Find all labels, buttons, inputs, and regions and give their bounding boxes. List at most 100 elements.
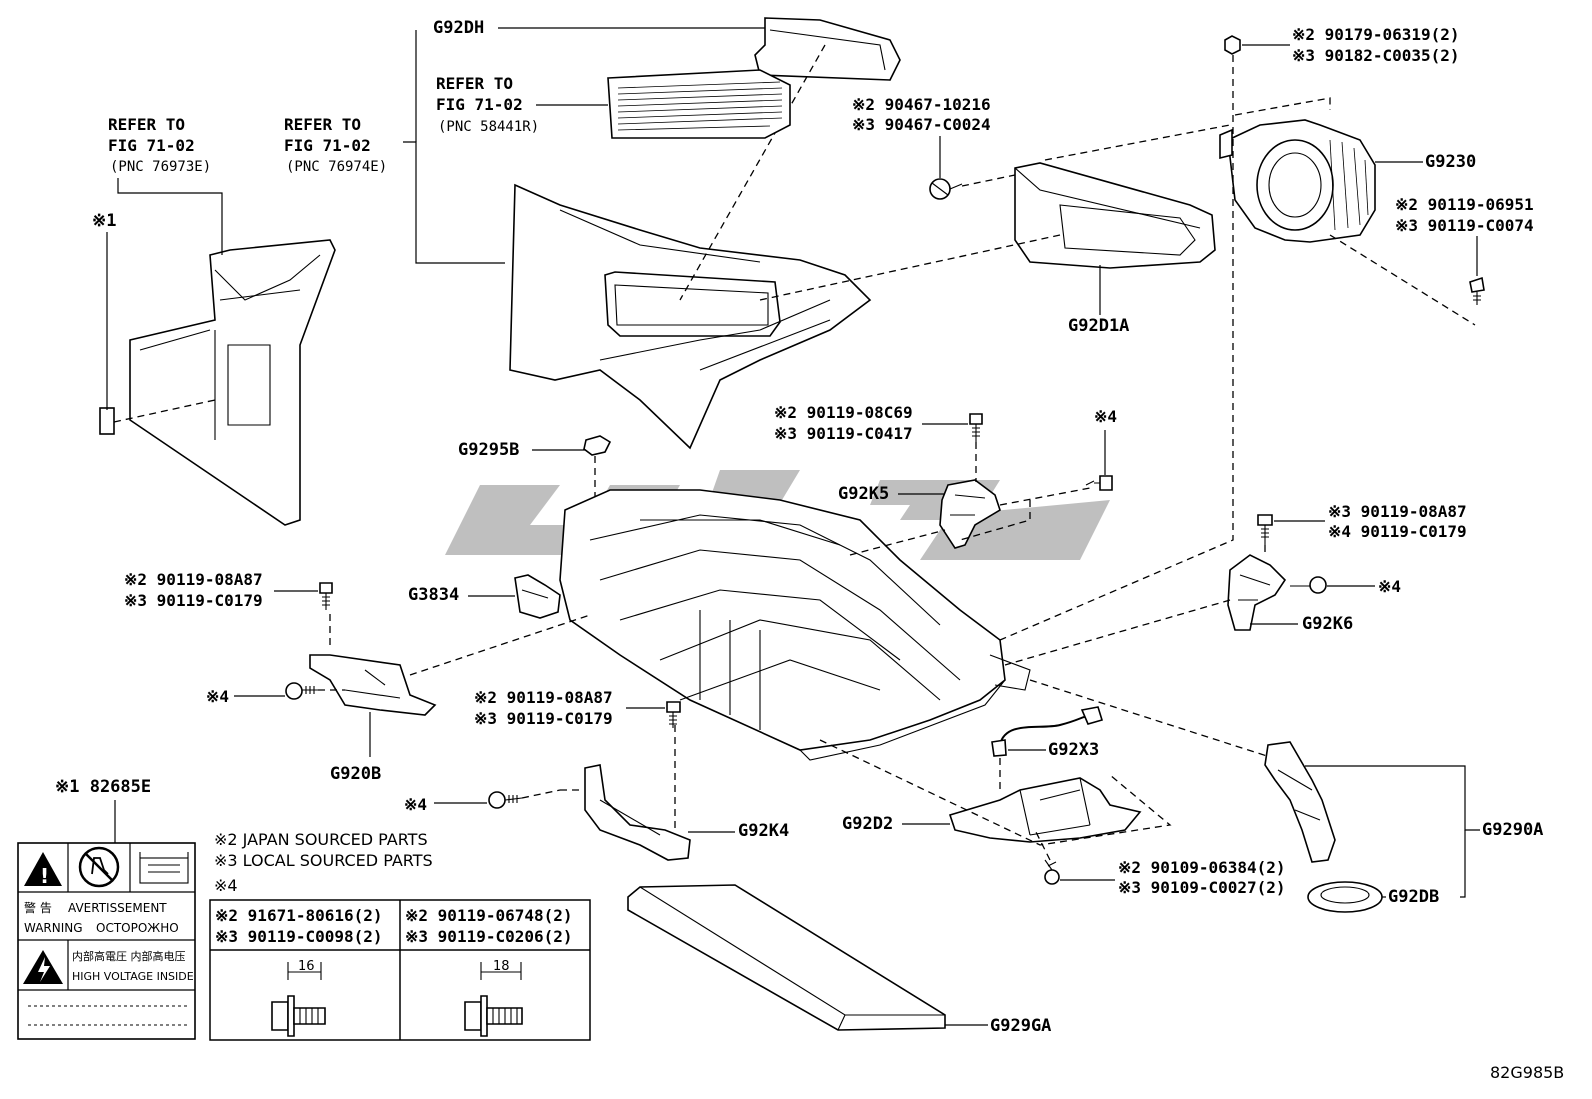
part-g92db-grommet xyxy=(1307,881,1383,913)
svg-text:※3 90119-C0179: ※3 90119-C0179 xyxy=(474,709,613,728)
svg-text:18: 18 xyxy=(493,959,510,974)
svg-text:※3 90119-C0179: ※3 90119-C0179 xyxy=(124,591,263,610)
label-g920b: G920B xyxy=(330,764,381,784)
svg-text:※2 90179-06319(2): ※2 90179-06319(2) xyxy=(1292,25,1460,44)
label-g92x3: G92X3 xyxy=(1048,740,1099,760)
svg-text:FIG 71-02: FIG 71-02 xyxy=(436,95,523,114)
svg-text:AVERTISSEMENT: AVERTISSEMENT xyxy=(68,901,167,915)
label-g92db: G92DB xyxy=(1388,887,1439,907)
part-g92k5-bracket xyxy=(939,479,1001,549)
svg-text:※3 90119-C0417: ※3 90119-C0417 xyxy=(774,424,913,443)
label-g929ga: G929GA xyxy=(990,1016,1051,1036)
label-g92dh: G92DH xyxy=(433,18,484,38)
marker-4-k5: ※4 xyxy=(1094,407,1117,426)
part-g920b-bracket xyxy=(309,654,437,716)
part-g3834 xyxy=(514,574,561,619)
warning-label-82685e: ! 警 告 AVERTISSEMENT WARNING ОСТОРОЖНО 内部… xyxy=(17,842,196,1040)
bolt-m4-k5 xyxy=(1085,475,1113,491)
label-g92k5: G92K5 xyxy=(838,484,889,504)
part-g92d1a-duct xyxy=(1014,162,1216,269)
bolt-90119-08a87-k6 xyxy=(1257,514,1273,545)
bolt-90119-08a87-k4 xyxy=(666,701,681,728)
part-g9295b-sensor xyxy=(583,435,612,456)
left-side-panel xyxy=(99,239,336,526)
diagram-code: 82G985B xyxy=(1490,1063,1564,1082)
clip-90467 xyxy=(929,178,963,200)
part-g92d2-duct xyxy=(948,777,1142,843)
note-japan-sourced: ※2 JAPAN SOURCED PARTS xyxy=(214,830,428,849)
svg-text:※3 90182-C0035(2): ※3 90182-C0035(2) xyxy=(1292,46,1460,65)
bolt-figure-18: 18 xyxy=(464,959,523,1037)
part-g92x3-harness xyxy=(991,706,1104,757)
svg-text:内部高電圧 内部高电压: 内部高電圧 内部高电压 xyxy=(72,949,186,963)
svg-text:※2 90119-08A87: ※2 90119-08A87 xyxy=(474,688,613,707)
label-g9295b: G9295B xyxy=(458,440,519,460)
refer-left: REFER TO FIG 71-02 (PNC 76973E) xyxy=(108,115,211,175)
marker-4-920b: ※4 xyxy=(206,687,229,706)
svg-text:※3 90467-C0024: ※3 90467-C0024 xyxy=(852,115,991,134)
svg-text:FIG 71-02: FIG 71-02 xyxy=(108,136,195,155)
note-marker-4: ※4 xyxy=(214,876,238,895)
part-g92k6-bracket xyxy=(1227,554,1287,631)
label-g9230: G9230 xyxy=(1425,152,1476,172)
svg-text:ОСТОРОЖНО: ОСТОРОЖНО xyxy=(96,921,179,935)
label-g92k6: G92K6 xyxy=(1302,614,1353,634)
air-filter-mesh xyxy=(607,69,791,139)
label-g92d2: G92D2 xyxy=(842,814,893,834)
nut-90179 xyxy=(1224,35,1241,55)
svg-text:※3 90109-C0027(2): ※3 90109-C0027(2) xyxy=(1118,878,1286,897)
svg-text:(PNC 76974E): (PNC 76974E) xyxy=(286,159,387,175)
note-local-sourced: ※3 LOCAL SOURCED PARTS xyxy=(214,851,433,870)
svg-text:※2 90119-08A87: ※2 90119-08A87 xyxy=(124,570,263,589)
svg-text:(PNC 58441R): (PNC 58441R) xyxy=(438,119,539,135)
bolt-m4-920b xyxy=(285,682,318,700)
svg-text:※2 90109-06384(2): ※2 90109-06384(2) xyxy=(1118,858,1286,877)
marker-4-k4: ※4 xyxy=(404,795,427,814)
refer-middle: REFER TO FIG 71-02 (PNC 76974E) xyxy=(284,115,387,175)
svg-text:!: ! xyxy=(40,864,49,888)
part-g929ga-plate xyxy=(627,884,946,1031)
label-g9290a: G9290A xyxy=(1482,820,1543,840)
svg-text:FIG 71-02: FIG 71-02 xyxy=(284,136,371,155)
svg-text:16: 16 xyxy=(298,959,315,974)
label-82685e: ※1 82685E xyxy=(55,777,151,797)
part-g92k4-bracket xyxy=(584,764,691,861)
label-g3834: G3834 xyxy=(408,585,459,605)
svg-text:HIGH VOLTAGE INSIDE: HIGH VOLTAGE INSIDE xyxy=(72,970,194,983)
svg-text:REFER TO: REFER TO xyxy=(108,115,185,134)
part-g9230-fan xyxy=(1219,119,1376,243)
svg-text:※4 90119-C0179: ※4 90119-C0179 xyxy=(1328,522,1467,541)
rear-center-panel xyxy=(509,183,872,450)
hv-battery-pack xyxy=(559,489,1031,761)
svg-text:REFER TO: REFER TO xyxy=(284,115,361,134)
marker-4-parts-table: ※2 91671-80616(2) ※3 90119-C0098(2) ※2 9… xyxy=(209,899,591,1041)
bolt-m4-k6 xyxy=(1290,576,1327,594)
svg-text:※3 90119-C0206(2): ※3 90119-C0206(2) xyxy=(405,927,573,946)
refer-upper: REFER TO FIG 71-02 (PNC 58441R) xyxy=(436,74,539,135)
svg-text:REFER TO: REFER TO xyxy=(436,74,513,93)
svg-text:※2 90119-06748(2): ※2 90119-06748(2) xyxy=(405,906,573,925)
label-g92k4: G92K4 xyxy=(738,821,789,841)
bolt-figure-16: 16 xyxy=(271,959,326,1037)
svg-text:※2 90467-10216: ※2 90467-10216 xyxy=(852,95,991,114)
svg-text:※3 90119-08A87: ※3 90119-08A87 xyxy=(1328,502,1467,521)
part-g92dh-cover xyxy=(754,17,901,81)
svg-text:※2 91671-80616(2): ※2 91671-80616(2) xyxy=(215,906,383,925)
svg-text:警 告: 警 告 xyxy=(24,900,52,915)
svg-text:※2 90119-06951: ※2 90119-06951 xyxy=(1395,195,1534,214)
bolt-m4-k4 xyxy=(488,791,523,809)
bolt-90119-06951 xyxy=(1469,276,1485,305)
bolt-90119-08a87-920b xyxy=(319,582,333,610)
bolt-90109-06384 xyxy=(1044,859,1060,885)
bolt-90119-08c69 xyxy=(969,413,983,442)
svg-text:※2 90119-08C69: ※2 90119-08C69 xyxy=(774,403,913,422)
svg-text:※3 90119-C0074: ※3 90119-C0074 xyxy=(1395,216,1534,235)
part-g9290a-duct xyxy=(1264,741,1336,863)
svg-text:(PNC 76973E): (PNC 76973E) xyxy=(110,159,211,175)
marker-4-k6: ※4 xyxy=(1378,577,1401,596)
marker-1: ※1 xyxy=(92,211,116,231)
label-g92d1a: G92D1A xyxy=(1068,316,1129,336)
svg-text:WARNING: WARNING xyxy=(24,921,83,935)
svg-text:※3 90119-C0098(2): ※3 90119-C0098(2) xyxy=(215,927,383,946)
